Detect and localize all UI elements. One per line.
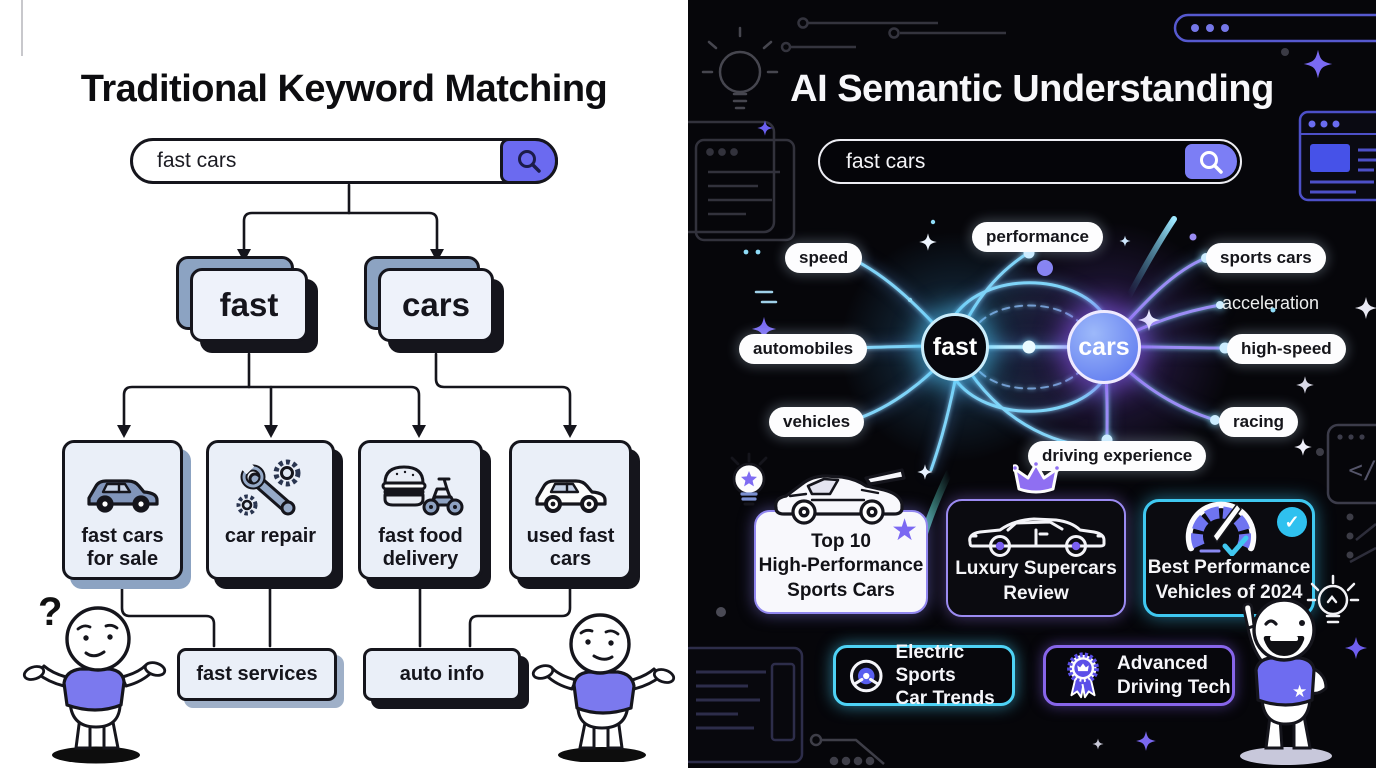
browser-window-decor xyxy=(1298,110,1376,202)
token-card-fast: fast xyxy=(176,256,308,342)
traditional-keyword-panel: Traditional Keyword Matching fast cars xyxy=(21,0,676,764)
lightbulb-icon xyxy=(701,26,779,110)
window-decor-left xyxy=(688,120,796,242)
concept-text-acceleration: acceleration xyxy=(1222,293,1320,313)
topic-card-advanced-driving[interactable]: Advanced Driving Tech xyxy=(1043,645,1235,706)
concept-pill-racing: racing xyxy=(1219,407,1299,437)
topic-card-electric-sports[interactable]: Electric Sports Car Trends xyxy=(833,642,1015,709)
left-search-button[interactable] xyxy=(500,138,558,184)
arrowheads xyxy=(117,249,577,438)
concept-pill-automobiles: automobiles xyxy=(739,334,868,364)
crown-icon xyxy=(1013,461,1059,494)
card-text: Review xyxy=(1003,582,1069,604)
right-search-query[interactable]: fast cars xyxy=(846,149,926,173)
repair-icon xyxy=(209,451,332,525)
award-badge-icon xyxy=(1067,651,1099,698)
confused-character-right xyxy=(531,613,676,762)
result-label: fast food xyxy=(378,525,463,547)
car-outline-icon xyxy=(512,451,629,525)
right-search-button[interactable] xyxy=(1185,144,1237,179)
card-text: Driving Tech xyxy=(1117,676,1231,698)
result-box-car-repair: car repair xyxy=(206,440,335,580)
lightbulb-idea-icon xyxy=(1306,574,1360,624)
confused-character-left xyxy=(22,606,167,764)
semantic-node-cars: cars xyxy=(1067,310,1141,384)
star-icon: ★ xyxy=(891,514,918,547)
check-badge-icon: ✓ xyxy=(1277,507,1307,537)
card-text: Vehicles of 2024 xyxy=(1155,581,1303,603)
left-search-bar[interactable]: fast cars xyxy=(130,138,558,184)
result-label: cars xyxy=(549,548,592,570)
lightbulb-idea-icon xyxy=(730,452,768,506)
left-panel-title: Traditional Keyword Matching xyxy=(80,68,608,110)
tree-connectors xyxy=(117,183,577,648)
sports-car-icon xyxy=(774,468,906,525)
background-decor: </> xyxy=(688,13,1376,766)
car-filled-icon xyxy=(65,451,180,525)
card-text: Best Performance xyxy=(1147,557,1311,579)
token-label: cars xyxy=(378,268,494,342)
concept-pill-vehicles: vehicles xyxy=(769,407,865,437)
speedometer-icon xyxy=(1185,501,1257,556)
star-icon: ★ xyxy=(1292,682,1307,701)
card-text: Top 10 xyxy=(811,531,871,553)
search-icon xyxy=(518,150,541,173)
token-card-cars: cars xyxy=(364,256,494,342)
semantic-node-fast: fast xyxy=(921,313,989,381)
dot-decor xyxy=(716,448,1354,617)
search-icon xyxy=(1200,150,1223,174)
concept-pill-sports-cars: sports cars xyxy=(1206,243,1326,273)
card-text: Sports Cars xyxy=(787,579,895,601)
code-glyph: </> xyxy=(1348,456,1376,484)
steering-wheel-icon xyxy=(849,659,883,692)
card-text: High-Performance xyxy=(758,555,924,577)
right-panel-title: AI Semantic Understanding xyxy=(790,68,1274,110)
result-label: fast cars xyxy=(81,525,164,547)
ai-semantic-panel: </> AI Semantic Understanding fas xyxy=(688,0,1376,768)
concept-pill-high-speed: high-speed xyxy=(1227,334,1346,364)
happy-character: ★ xyxy=(1240,598,1332,765)
card-text: Luxury Supercars xyxy=(955,558,1117,580)
code-window-decor: </> xyxy=(1326,423,1376,505)
card-text: Advanced xyxy=(1117,653,1208,675)
right-search-bar[interactable]: fast cars xyxy=(818,139,1242,184)
circuit-bottom xyxy=(809,733,885,766)
result-label: delivery xyxy=(382,548,459,570)
result-label: used fast xyxy=(526,525,615,547)
left-search-query[interactable]: fast cars xyxy=(157,149,237,172)
result-label: car repair xyxy=(224,525,317,547)
circuit-traces xyxy=(780,17,1006,53)
food-delivery-icon xyxy=(361,451,480,525)
concept-pill-performance: performance xyxy=(972,222,1103,252)
result-label: for sale xyxy=(86,548,159,570)
decor-line xyxy=(21,0,23,56)
question-mark: ? xyxy=(38,590,63,634)
window-decor-bottom xyxy=(688,646,804,764)
card-text: Electric Sports xyxy=(895,641,965,686)
card-text: Car Trends xyxy=(895,688,995,710)
token-label: fast xyxy=(190,268,308,342)
sub-result-auto-info: auto info xyxy=(363,648,521,701)
concept-pill-speed: speed xyxy=(785,243,863,273)
sub-result-fast-services: fast services xyxy=(177,648,337,701)
luxury-car-icon xyxy=(968,517,1106,557)
browser-pill-decor xyxy=(1173,13,1376,43)
